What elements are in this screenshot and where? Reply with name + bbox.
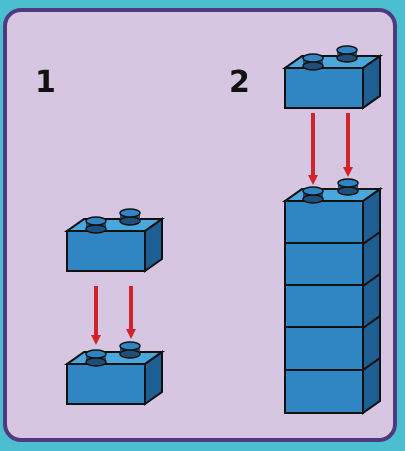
- step2-top-brick: [281, 45, 384, 110]
- step2-brick-stack: [281, 178, 384, 415]
- stack-brick-4: [284, 326, 364, 371]
- stack-brick-3: [284, 284, 364, 328]
- stud-icon: [85, 216, 107, 234]
- stack-brick-1: [284, 200, 364, 244]
- step-1-number: 1: [35, 65, 56, 100]
- stud-icon: [337, 178, 359, 196]
- stud-icon: [85, 349, 107, 367]
- step-2-number: 2: [229, 65, 250, 100]
- stud-icon: [119, 341, 141, 359]
- stud-icon: [119, 208, 141, 226]
- step1-base-brick: [63, 341, 166, 406]
- stud-icon: [302, 186, 324, 204]
- stack-brick-5: [284, 369, 364, 414]
- stud-icon: [336, 45, 358, 63]
- stud-icon: [302, 53, 324, 71]
- step1-top-brick: [63, 208, 166, 273]
- stack-brick-2: [284, 242, 364, 286]
